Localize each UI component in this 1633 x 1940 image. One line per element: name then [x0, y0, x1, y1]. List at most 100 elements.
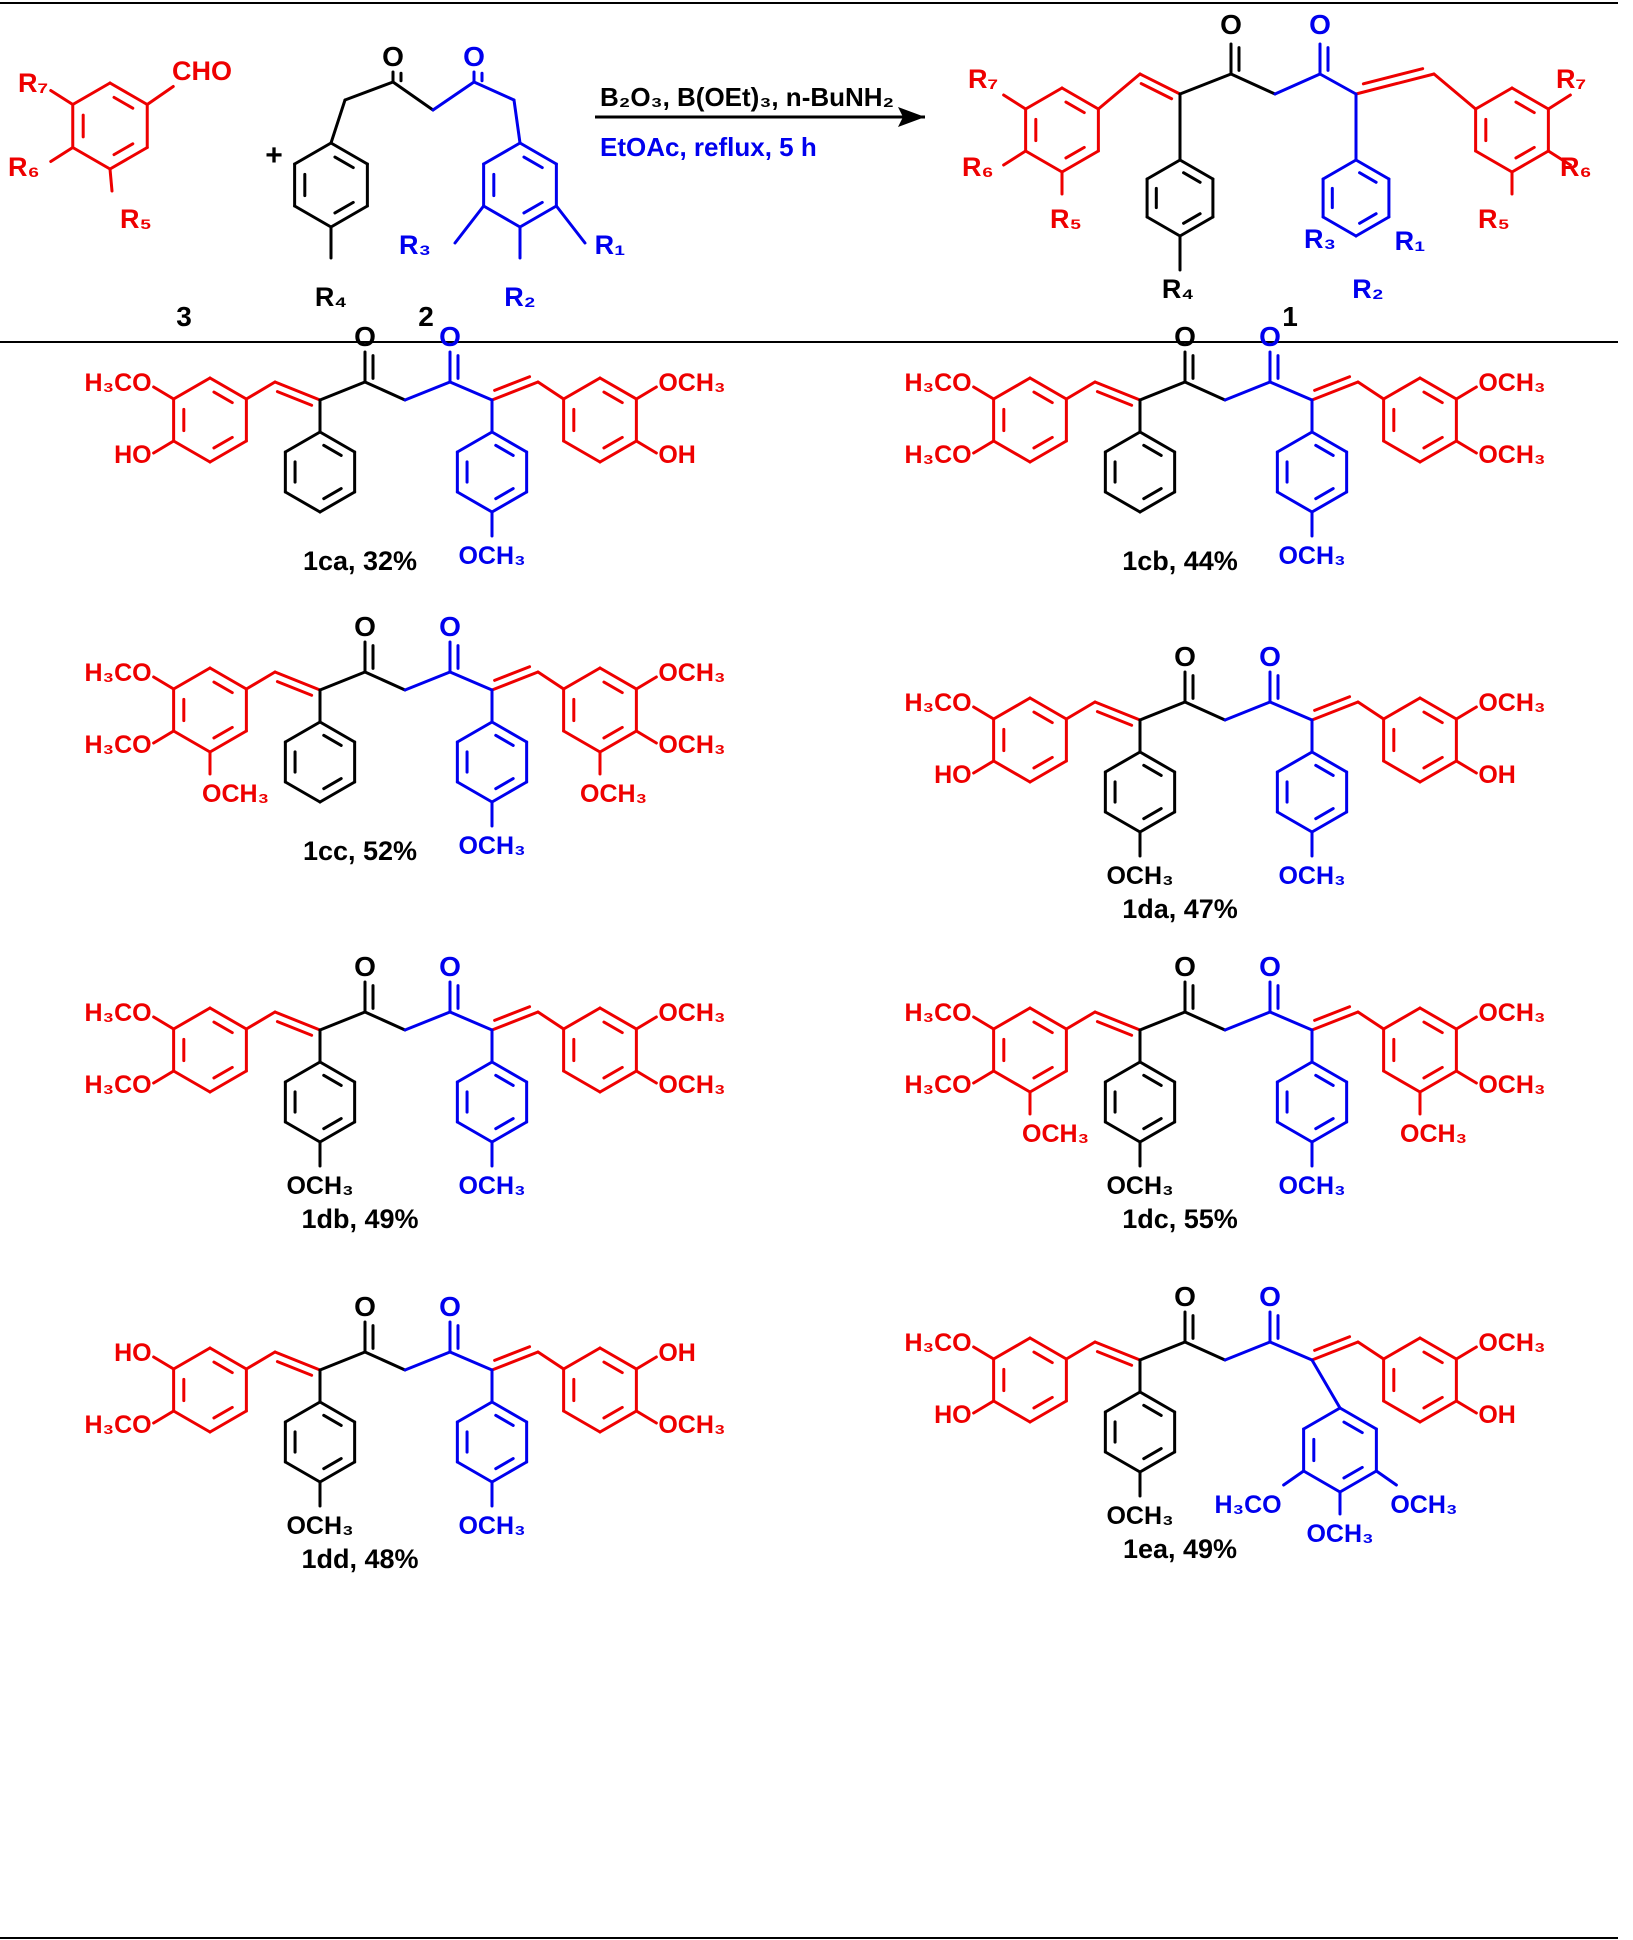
- ring-inner-bond: [322, 733, 343, 747]
- para-substituent: OCH₃: [1278, 862, 1345, 890]
- ring-inner-bond: [1314, 807, 1335, 821]
- ring-inner-bond: [1422, 390, 1444, 405]
- bond: [244, 1010, 277, 1031]
- double-bond: [1310, 380, 1360, 402]
- double-bond: [273, 380, 322, 402]
- ring-bond: [455, 720, 494, 744]
- substituent: OCH₃: [658, 659, 725, 687]
- ring-bond: [1028, 696, 1068, 721]
- ring-bond: [1474, 149, 1514, 174]
- ring-bond: [208, 439, 248, 464]
- substituent: HO: [934, 761, 972, 789]
- ring-inner-bond: [1142, 1403, 1163, 1417]
- bond: [1223, 380, 1272, 402]
- carbonyl-oxygen: O: [1259, 1281, 1281, 1312]
- double-bond: [1310, 700, 1360, 722]
- bond: [318, 1010, 367, 1032]
- ring-inner-bond: [212, 1360, 234, 1375]
- ring-bond: [283, 490, 322, 514]
- blue-aryl-ring: [455, 720, 529, 804]
- ring-inner-bond: [522, 155, 544, 170]
- product-r6-right: R₆: [1560, 152, 1592, 182]
- bond: [512, 98, 522, 145]
- double-bond: [490, 1350, 540, 1372]
- bond: [363, 670, 407, 692]
- ring-inner-bond: [1422, 435, 1444, 450]
- left-aryl-ring: [172, 666, 248, 754]
- ring-bond: [283, 780, 322, 804]
- para-substituent: OCH₃: [458, 1172, 525, 1200]
- ring-bond: [1382, 1336, 1422, 1361]
- ring-bond: [562, 376, 602, 401]
- ring-inner-bond: [212, 725, 234, 740]
- ring-inner-bond: [602, 725, 624, 740]
- ring-bond: [455, 1120, 494, 1144]
- double-bond: [1354, 72, 1436, 96]
- ring-bond: [1103, 430, 1142, 454]
- ring-bond: [1138, 490, 1177, 514]
- blue-aryl-ring: [1275, 750, 1349, 834]
- ring-bond: [208, 729, 248, 754]
- plus-sign: +: [265, 139, 283, 172]
- bond: [1223, 1340, 1272, 1362]
- product-r7-right: R₇: [1556, 64, 1586, 94]
- ring-inner-bond: [212, 1065, 234, 1080]
- bond: [431, 80, 476, 112]
- ring-inner-bond: [1314, 763, 1335, 777]
- right-aryl-ring: [1382, 1336, 1458, 1424]
- ring-bond: [1338, 1469, 1378, 1494]
- ring-bond: [490, 490, 529, 514]
- substituent: HO: [114, 1339, 152, 1367]
- ring-inner-bond: [1142, 1073, 1163, 1087]
- bond: [1138, 700, 1187, 722]
- ring-bond: [1275, 750, 1314, 774]
- double-bond: [1093, 380, 1142, 402]
- bond: [448, 1010, 494, 1032]
- bond: [972, 439, 996, 455]
- bond: [536, 1010, 566, 1031]
- ring-bond: [1103, 810, 1142, 834]
- substituent: OCH₃: [1478, 999, 1545, 1027]
- carbonyl-oxygen: O: [1259, 641, 1281, 672]
- double-bond-inner: [493, 375, 532, 392]
- double-bond: [1138, 72, 1182, 96]
- bond: [448, 670, 494, 692]
- bond: [1374, 1469, 1398, 1487]
- ring-bond: [1060, 86, 1100, 111]
- substituent: OH: [658, 1339, 696, 1367]
- double-bond-inner: [1313, 1005, 1352, 1022]
- bond: [1223, 1010, 1272, 1032]
- ring-bond: [1275, 810, 1314, 834]
- compound-caption: 1cc, 52%: [303, 836, 417, 866]
- carbonyl-oxygen: O: [439, 611, 461, 642]
- phenyl-ring: [283, 1400, 357, 1484]
- phenyl-ring: [1103, 1390, 1177, 1474]
- product-r5-left: R₅: [1050, 204, 1082, 234]
- carbonyl-oxygen: O: [1174, 951, 1196, 982]
- substituent: OH: [1478, 761, 1516, 789]
- para-substituent: OCH₃: [286, 1172, 353, 1200]
- ring-bond: [1382, 376, 1422, 401]
- bond: [972, 1345, 996, 1361]
- ring-bond: [598, 1006, 638, 1031]
- ring-bond: [482, 204, 522, 229]
- reaction-arrow: B₂O₃, B(OEt)₃, n-BuNH₂ EtOAc, reflux, 5 …: [595, 82, 925, 162]
- substituent: OCH₃: [658, 369, 725, 397]
- carbonyl-oxygen: O: [354, 321, 376, 352]
- ring-bond: [598, 1346, 638, 1371]
- substituent: OCH₃: [658, 731, 725, 759]
- substituent: OCH₃: [1478, 441, 1545, 469]
- bond: [972, 1399, 996, 1415]
- ring-inner-bond: [602, 1020, 624, 1035]
- ring-inner-bond: [494, 1073, 515, 1087]
- bond: [1282, 1469, 1306, 1487]
- left-aryl-ring: [992, 1006, 1068, 1094]
- ring-bond: [1024, 149, 1064, 174]
- left-aryl-ring: [172, 1006, 248, 1094]
- blue-aryl-ring: [455, 430, 529, 514]
- ring-bond: [482, 141, 522, 166]
- double-bond-inner: [275, 1360, 314, 1377]
- double-bond-inner: [1095, 710, 1134, 727]
- ring-bond: [1028, 1069, 1068, 1094]
